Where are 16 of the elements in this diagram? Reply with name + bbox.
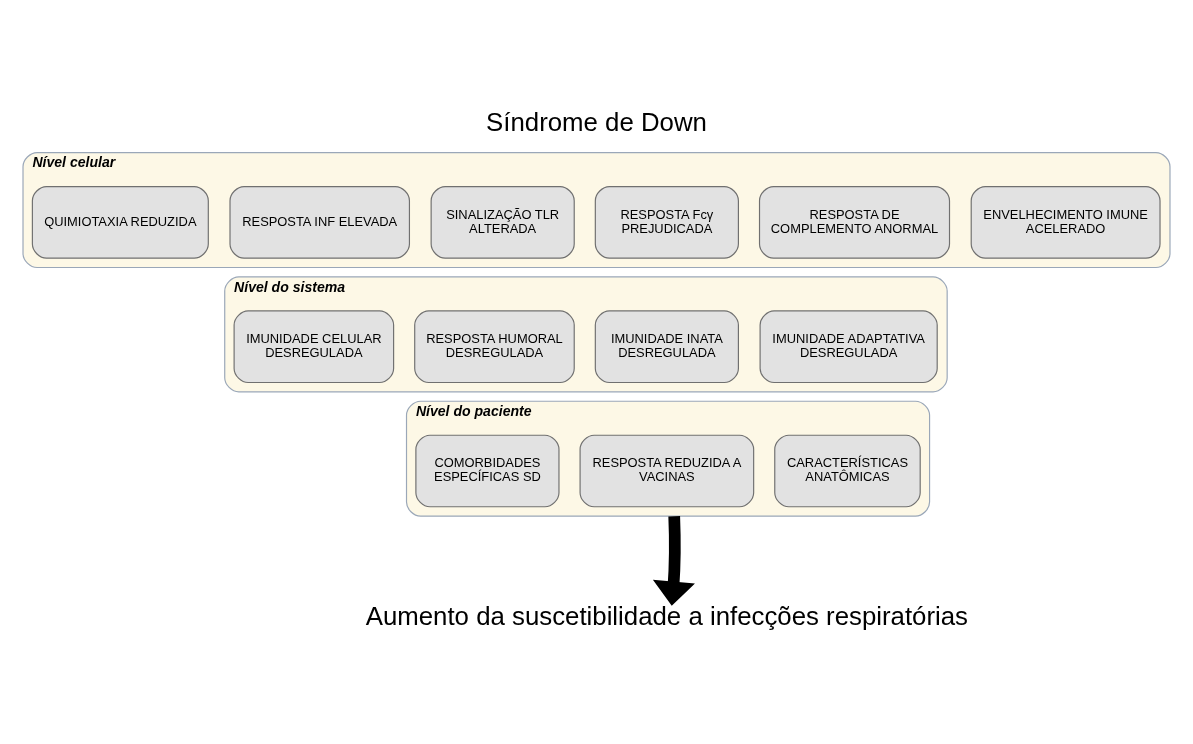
diagram-title: Síndrome de Down bbox=[486, 107, 707, 136]
node-box: RESPOSTA INF ELEVADA bbox=[229, 185, 411, 259]
node-box: RESPOSTA REDUZIDA A VACINAS bbox=[579, 434, 755, 507]
node-box: RESPOSTA HUMORAL DESREGULADA bbox=[414, 309, 575, 383]
node-box: RESPOSTA Fcγ PREJUDICADA bbox=[594, 185, 739, 259]
node-box: IMUNIDADE INATA DESREGULADA bbox=[594, 309, 739, 383]
node-box: IMUNIDADE CELULAR DESREGULADA bbox=[233, 309, 395, 383]
node-box: SINALIZAÇÃO TLR ALTERADA bbox=[430, 185, 575, 259]
node-box: COMORBIDADES ESPECÍFICAS SD bbox=[415, 434, 560, 507]
node-text: Aumento da suscetibilidade a infecções respiratórias bbox=[365, 601, 968, 630]
node-box: IMUNIDADE ADAPTATIVA DESREGULADA bbox=[759, 309, 938, 383]
node-box: CARACTERÍSTICAS ANATÔMICAS bbox=[774, 434, 921, 507]
arrow bbox=[652, 515, 695, 606]
node-box: ENVELHECIMENTO IMUNE ACELERADO bbox=[970, 185, 1161, 259]
node-box: QUIMIOTAXIA REDUZIDA bbox=[31, 185, 209, 259]
node-box: RESPOSTA DE COMPLEMENTO ANORMAL bbox=[758, 185, 951, 259]
